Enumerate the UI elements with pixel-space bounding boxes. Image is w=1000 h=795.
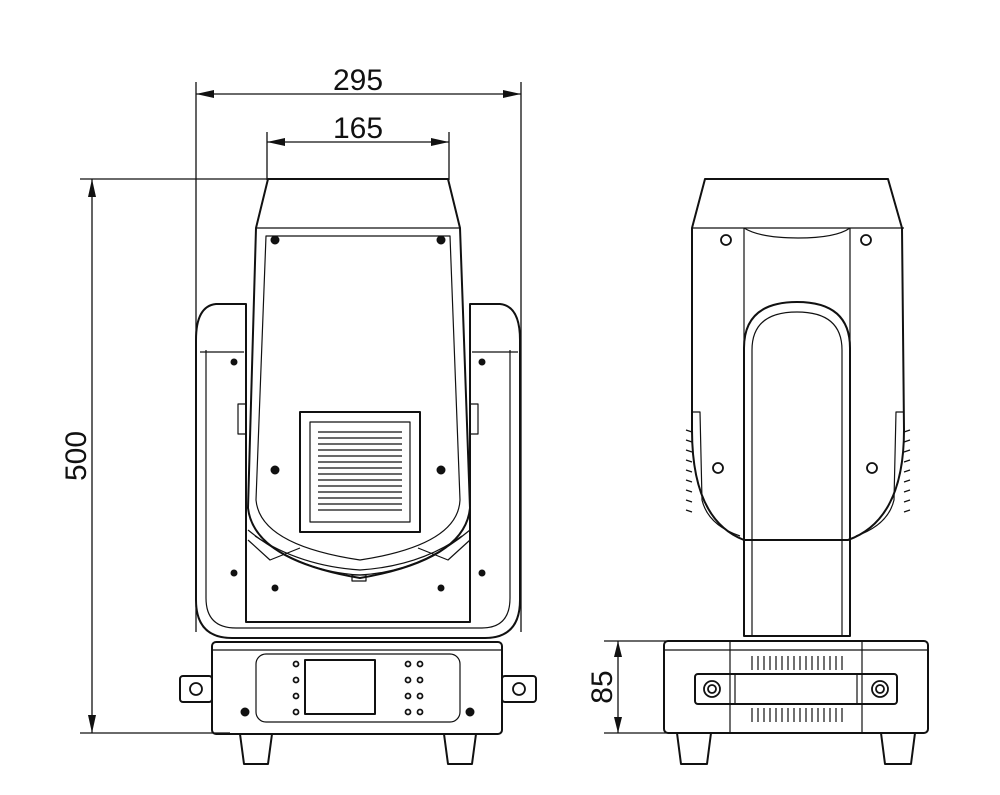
dimension-head-width: 165: [266, 112, 450, 180]
front-yoke: [195, 303, 521, 639]
front-head: [247, 178, 471, 582]
dimension-overall-height: 500: [60, 178, 268, 734]
dimension-base-height: 85: [586, 640, 680, 734]
overall-width-label: 295: [333, 64, 383, 97]
side-fins-left: [685, 429, 693, 513]
head-width-label: 165: [333, 112, 383, 145]
side-fins-right: [903, 429, 911, 513]
base-height-label: 85: [586, 670, 619, 703]
dimension-overall-width: 295: [195, 64, 522, 632]
side-base-vent-top: [751, 656, 843, 670]
side-head: [685, 178, 911, 541]
side-base-vent-bottom: [751, 708, 843, 722]
side-base: [663, 640, 929, 765]
overall-height-label: 500: [60, 431, 93, 481]
side-view: [663, 178, 929, 765]
side-arm: [743, 301, 851, 637]
front-view: [179, 178, 537, 765]
front-vent-slots: [318, 431, 402, 511]
front-base: [179, 641, 537, 765]
